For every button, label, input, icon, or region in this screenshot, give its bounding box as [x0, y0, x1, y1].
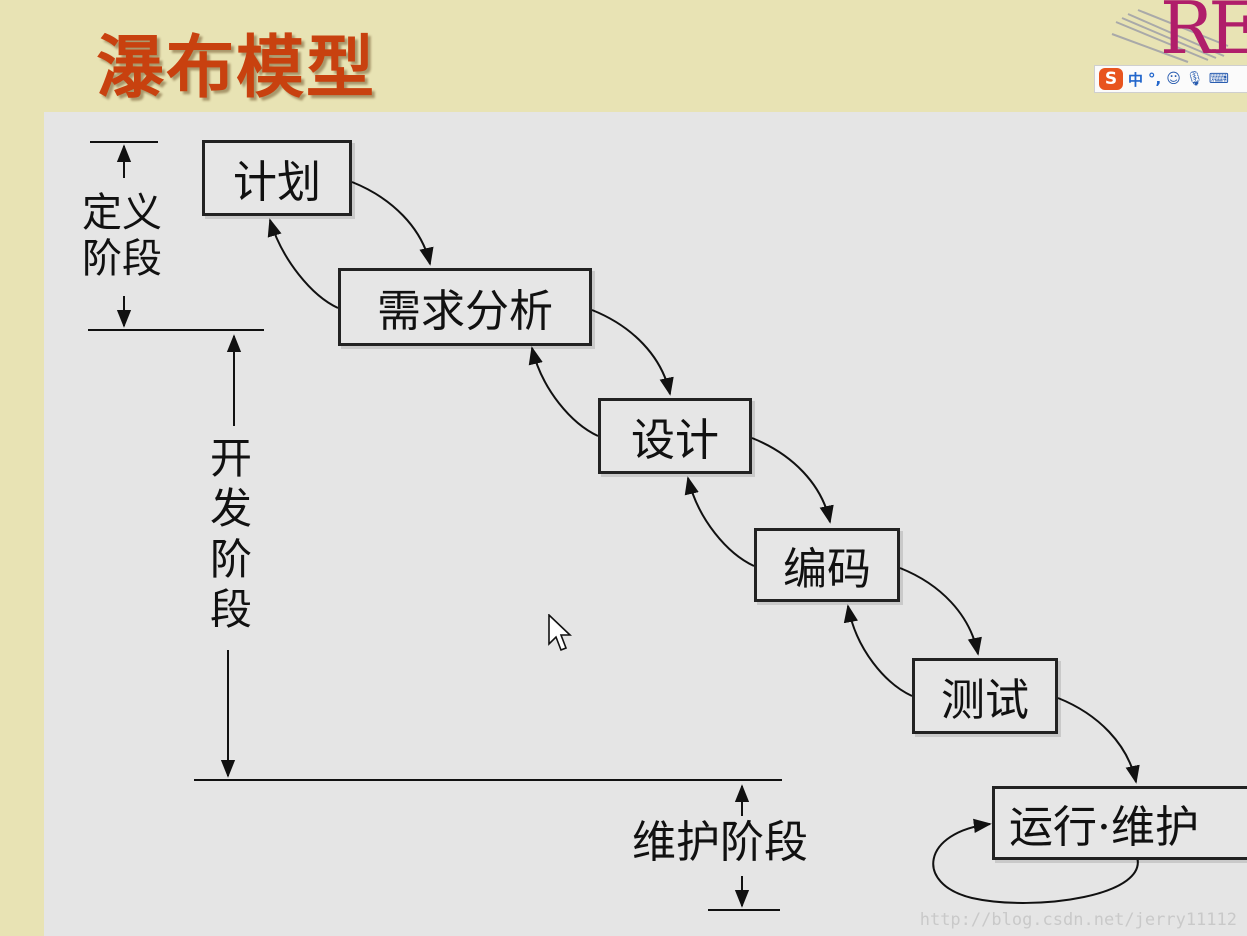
definition-phase-label: 定义阶段	[82, 190, 162, 282]
forward-arrow-4	[899, 567, 982, 656]
microphone-icon[interactable]: 🎙	[1185, 71, 1204, 87]
feedback-arrow-1	[267, 218, 339, 309]
forward-arrow-3	[751, 437, 834, 524]
step-design: 设计	[598, 398, 752, 474]
keyboard-icon[interactable]: ⌨	[1208, 71, 1229, 87]
feedback-arrow-2	[528, 346, 599, 437]
feedback-arrow-4	[843, 604, 913, 697]
ime-punctuation-toggle[interactable]: °,	[1148, 70, 1162, 88]
step-operation-maintenance: 运行·维护	[992, 786, 1247, 860]
maintenance-phase-label: 维护阶段	[632, 817, 808, 868]
maintenance-loop-arrow	[932, 818, 1139, 904]
forward-arrow-2	[591, 309, 674, 396]
diagram-canvas: 定义阶段 开发阶段 维护阶段 计划 需求分析 设计 编码 测试 运行·维护 ht…	[44, 112, 1247, 936]
slide-title: 瀑布模型	[96, 29, 377, 108]
development-phase-label: 开发阶段	[209, 434, 252, 635]
watermark: http://blog.csdn.net/jerry11112	[919, 910, 1237, 930]
logo-graphic	[1111, 9, 1229, 63]
smiley-icon[interactable]: ☺	[1166, 71, 1181, 87]
step-requirements-analysis: 需求分析	[338, 268, 592, 346]
diagram-connectors	[88, 141, 1140, 911]
forward-arrow-1	[351, 181, 434, 266]
step-coding: 编码	[754, 528, 900, 602]
mouse-cursor-icon	[548, 614, 572, 652]
ime-logo-icon[interactable]: S	[1099, 68, 1123, 90]
forward-arrow-5	[1057, 697, 1140, 784]
step-testing: 测试	[912, 658, 1058, 734]
feedback-arrow-3	[684, 476, 755, 567]
ime-toolbar[interactable]: S 中 °, ☺ 🎙 ⌨	[1094, 65, 1247, 93]
logo-text: RE	[1160, 0, 1247, 70]
ime-mode-toggle[interactable]: 中	[1128, 70, 1144, 89]
step-plan: 计划	[202, 140, 352, 216]
